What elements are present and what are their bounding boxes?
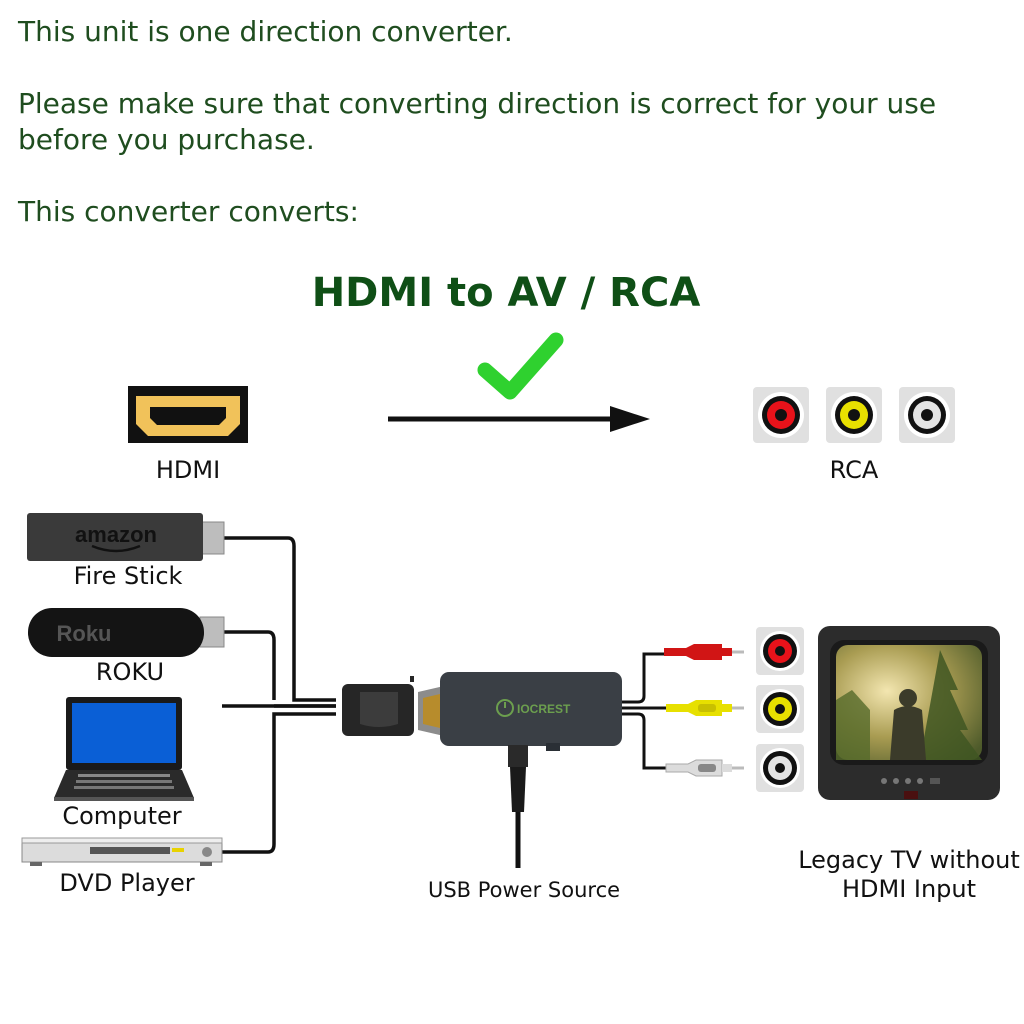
diagram-title: HDMI to AV / RCA <box>311 270 701 316</box>
check-icon <box>477 332 564 400</box>
intro-line-3: before you purchase. <box>18 123 315 156</box>
hdmi-plug-icon <box>418 686 444 736</box>
usb-label: USB Power Source <box>427 878 621 902</box>
source-cables <box>222 536 336 854</box>
converter-icon: IOCREST <box>440 672 622 751</box>
rca-label: RCA <box>829 456 879 484</box>
intro-line-2: Please make sure that converting directi… <box>18 87 937 120</box>
computer-label: Computer <box>62 802 182 830</box>
rca-jack-icon <box>826 387 882 443</box>
fire-stick-label: Fire Stick <box>73 562 183 590</box>
rca-output-cables <box>622 652 668 770</box>
roku-label: ROKU <box>95 658 165 686</box>
rca-jack-icon <box>756 685 804 733</box>
roku-stick-icon: Roku <box>28 608 225 657</box>
arrow-right-icon <box>388 406 650 432</box>
rca-jack-icon <box>756 744 804 792</box>
rca-jack-icon <box>756 627 804 675</box>
tv-label-line-1: Legacy TV without <box>798 846 1020 874</box>
dvd-player-icon <box>21 837 223 866</box>
intro-line-4: This converter converts: <box>18 195 359 228</box>
intro-line-1: This unit is one direction converter. <box>18 15 513 48</box>
rca-jack-icon <box>899 387 955 443</box>
hdmi-coupler-icon <box>342 676 414 736</box>
dvd-label: DVD Player <box>59 869 195 897</box>
tv-icon <box>818 626 1000 800</box>
iocrest-logo: IOCREST <box>517 702 571 716</box>
usb-cable-icon <box>508 745 528 868</box>
rca-plug-icon <box>664 644 744 660</box>
rca-jack-icon <box>753 387 809 443</box>
rca-plug-icon <box>665 759 744 777</box>
roku-logo: Roku <box>57 621 112 646</box>
rca-plug-icon <box>666 700 744 716</box>
hdmi-port-icon <box>128 386 248 443</box>
fire-stick-icon: amazon <box>27 513 225 561</box>
hdmi-label: HDMI <box>155 456 221 484</box>
tv-label-line-2: HDMI Input <box>841 875 977 903</box>
amazon-logo: amazon <box>75 522 157 547</box>
laptop-icon <box>54 697 194 801</box>
